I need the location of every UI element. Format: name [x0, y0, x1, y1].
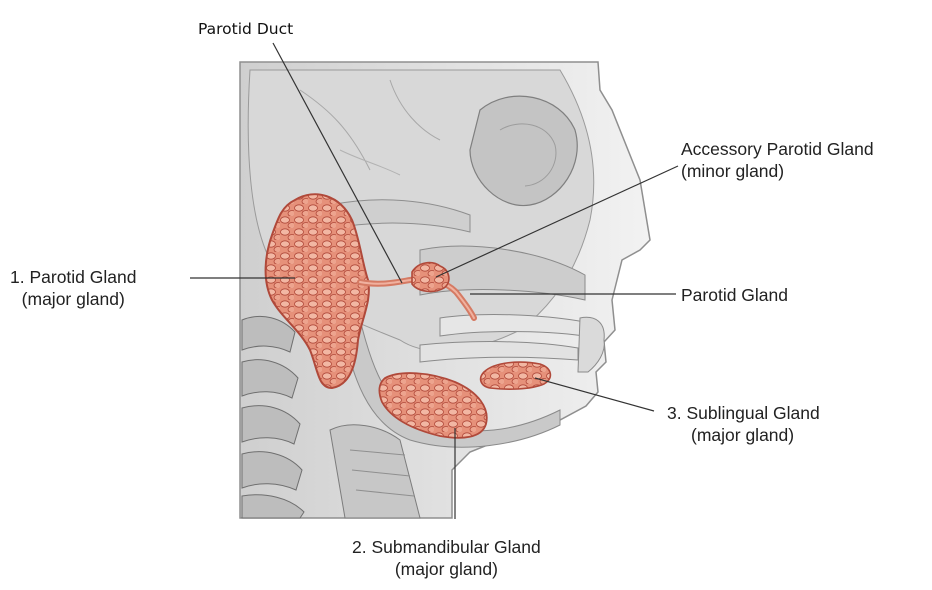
label-sublingual-line2: (major gland)	[667, 424, 820, 446]
label-sublingual-gland: 3. Sublingual Gland (major gland)	[667, 402, 820, 446]
label-submandibular-line2: (major gland)	[352, 558, 541, 580]
label-accessory-parotid-line2: (minor gland)	[681, 160, 874, 182]
label-parotid-gland-major: 1. Parotid Gland (major gland)	[10, 266, 136, 310]
label-parotid-gland-major-line1: 1. Parotid Gland	[10, 266, 136, 288]
label-submandibular-gland: 2. Submandibular Gland (major gland)	[352, 536, 541, 580]
accessory-parotid-gland	[412, 263, 449, 292]
label-parotid-duct: Parotid Duct	[198, 18, 293, 40]
label-submandibular-line1: 2. Submandibular Gland	[352, 536, 541, 558]
label-accessory-parotid-gland: Accessory Parotid Gland (minor gland)	[681, 138, 874, 182]
label-accessory-parotid-line1: Accessory Parotid Gland	[681, 138, 874, 160]
label-sublingual-line1: 3. Sublingual Gland	[667, 402, 820, 424]
label-parotid-gland: Parotid Gland	[681, 284, 788, 306]
label-parotid-gland-major-line2: (major gland)	[10, 288, 136, 310]
